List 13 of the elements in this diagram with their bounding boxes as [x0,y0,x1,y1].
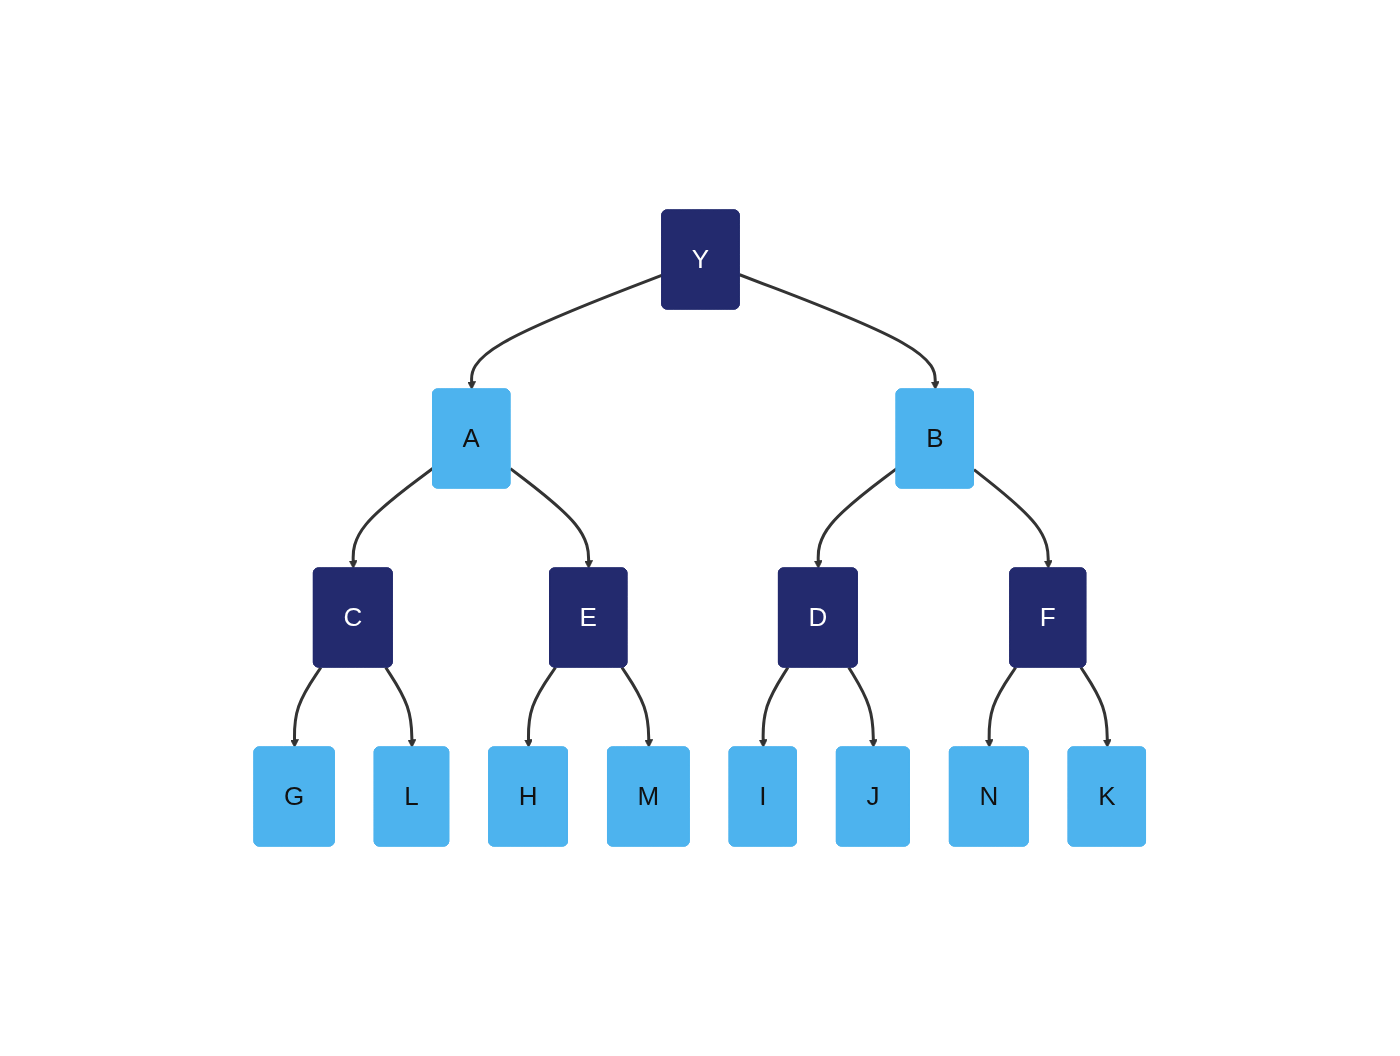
arrow [973,468,1053,569]
arrow [1079,666,1112,748]
arrow [814,467,898,569]
arrow [524,666,557,748]
arrow [985,666,1018,748]
arrow [739,273,940,390]
arrow [620,666,654,748]
arrow [847,666,878,748]
arrow [509,467,594,569]
arrow [759,666,790,748]
arrow [384,666,417,748]
arrow [467,273,664,390]
arrow [290,666,323,748]
